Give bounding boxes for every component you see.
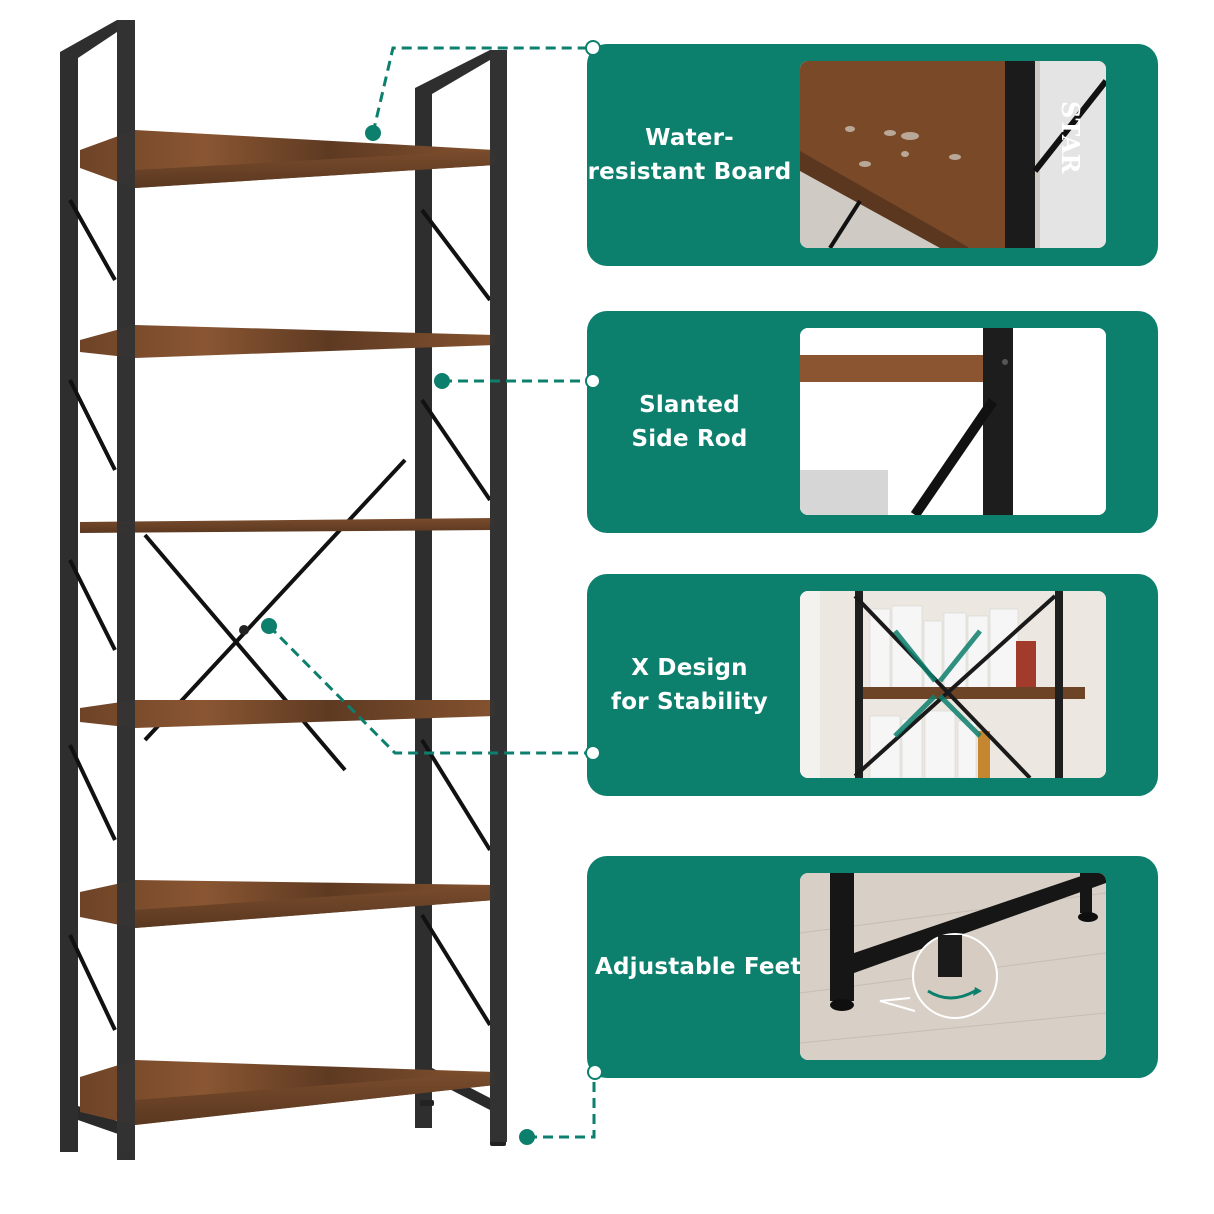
feature-photo-water-drops: STAR (800, 61, 1106, 248)
feature-label: Water- resistant Board (587, 44, 792, 266)
feature-card-water-resistant: Water- resistant Board STAR (585, 40, 1158, 266)
label-line1: Adjustable Feet (595, 954, 802, 980)
callout-anchor-feet (519, 1129, 535, 1145)
x-glyph: X (631, 655, 650, 681)
label-line1: X Design (611, 651, 768, 685)
feature-photo-x-brace (800, 591, 1106, 778)
callout-dot (585, 745, 601, 761)
label-line2: for Stability (611, 689, 768, 715)
feature-card-slanted-rod: Slanted Side Rod (585, 311, 1158, 533)
feature-label: Slanted Side Rod (587, 311, 792, 533)
callout-anchor-water-resistant (365, 125, 381, 141)
feature-card-adjustable-feet: Adjustable Feet (587, 856, 1158, 1080)
callout-anchor-slanted-rod (434, 373, 450, 389)
feature-label: X Design for Stability (587, 574, 792, 796)
label-line1: Water- (645, 125, 734, 151)
label-line2: resistant Board (587, 159, 792, 185)
callout-dot (585, 40, 601, 56)
callout-anchor-x-design (261, 618, 277, 634)
feature-photo-side-rod (800, 328, 1106, 515)
feature-card-x-design: X Design for Stability (585, 574, 1158, 796)
callout-dot (587, 1064, 603, 1080)
bookshelf-illustration (60, 20, 507, 1160)
label-line1: Slanted (639, 392, 740, 418)
feature-label: Adjustable Feet (587, 856, 801, 1078)
callout-dot (585, 373, 601, 389)
label-line2: Side Rod (631, 426, 748, 452)
feature-photo-feet (800, 873, 1106, 1060)
label-word: Design (657, 655, 748, 681)
svg-text:STAR: STAR (1056, 101, 1085, 175)
